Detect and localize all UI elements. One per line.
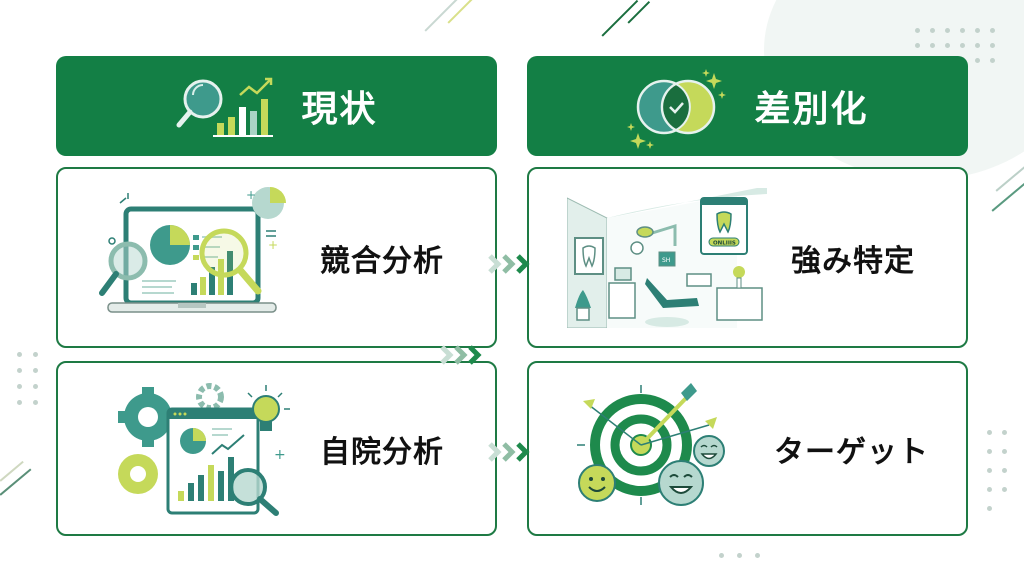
online-badge-text: ONLIIIS (713, 240, 736, 246)
header-title: 差別化 (754, 89, 869, 130)
connector-arrow-self-to-target (488, 440, 534, 464)
header-current-state: 現状 (56, 56, 497, 156)
card-label: 競合分析 (320, 243, 444, 279)
dot-grid-top-right (915, 28, 995, 63)
magnifier-chart-icon (176, 77, 274, 137)
dot-grid-right (987, 430, 1007, 511)
deco-line (0, 468, 32, 496)
monitor-text: SH (662, 257, 670, 264)
connector-arrow-competitor-to-self (440, 343, 486, 367)
card-label: 強み特定 (791, 243, 915, 279)
svg-text:+: + (274, 447, 286, 463)
header-title: 現状 (301, 89, 378, 130)
laptop-analytics-icon: + + (99, 186, 286, 313)
dot-grid-left (17, 352, 38, 405)
triple-chevron-right-icon (488, 442, 530, 462)
card-label: ターゲット (774, 434, 929, 470)
dot-row-bottom (719, 553, 760, 558)
card-label: 自院分析 (320, 434, 444, 470)
venn-check-icon (627, 69, 727, 149)
card-target[interactable]: ターゲット (527, 361, 968, 536)
triple-chevron-right-icon (440, 345, 482, 365)
dental-clinic-icon: ONLIIIS SH (567, 187, 767, 328)
card-competitor-analysis[interactable]: + + 競合分析 (56, 167, 497, 348)
svg-text:+: + (268, 238, 278, 252)
card-self-analysis[interactable]: + 自院分析 (56, 361, 497, 536)
connector-arrow-competitor-to-strength (488, 252, 534, 276)
gears-dashboard-icon: + (118, 382, 290, 516)
target-smileys-icon (577, 382, 725, 506)
deco-line (991, 181, 1024, 212)
header-differentiation: 差別化 (527, 56, 968, 156)
card-strength-identification[interactable]: ONLIIIS SH 強み特定 (527, 167, 968, 348)
triple-chevron-right-icon (488, 254, 530, 274)
svg-text:+: + (246, 188, 256, 202)
